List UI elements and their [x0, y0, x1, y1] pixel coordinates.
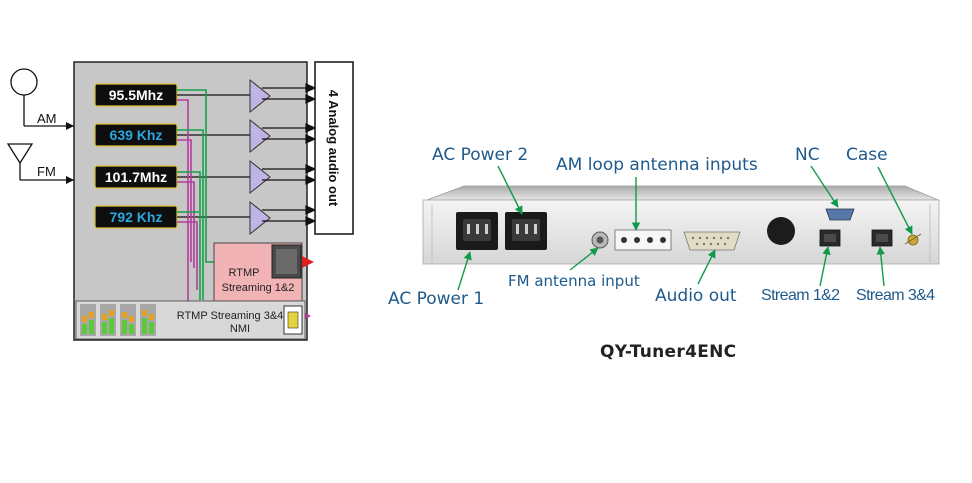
tuner-4-frequency: 792 Khz: [110, 209, 163, 225]
amplifier-4-icon: [249, 200, 271, 236]
tuner-2-display: 639 Khz: [94, 123, 178, 147]
audio-out-dsub-icon: [683, 231, 741, 251]
ac-power-2-socket-icon: [505, 212, 547, 250]
rtmp-1-port-inner: [276, 249, 297, 274]
label-ac-power-1: AC Power 1: [388, 289, 485, 309]
label-ac-power-2: AC Power 2: [432, 145, 529, 165]
block-diagram: AM FM 95.5Mhz 639 Khz 101.7Mhz 792 Khz: [6, 61, 354, 341]
am-loop-terminals-icon: [614, 229, 672, 251]
am-antenna-icon: [10, 68, 74, 130]
label-audio-out: Audio out: [655, 286, 737, 306]
rtmp-1-line1: RTMP: [229, 267, 260, 279]
chassis-top: [426, 185, 939, 201]
tuner-1-display: 95.5Mhz: [94, 83, 178, 107]
chassis-back: [422, 199, 940, 265]
rtmp-2-port-inner: [287, 311, 299, 329]
am-label: AM: [37, 111, 57, 126]
label-fm-antenna-input: FM antenna input: [508, 272, 640, 290]
audio-out-label: 4 Analog audio out: [326, 90, 341, 207]
tuner-1-frequency: 95.5Mhz: [109, 87, 163, 103]
device-rear-panel: [422, 185, 940, 265]
label-case: Case: [846, 145, 888, 165]
tuner-2-frequency: 639 Khz: [110, 127, 163, 143]
rtmp-1-line2: Streaming 1&2: [222, 282, 295, 294]
level-meters-icon: [80, 304, 156, 336]
amp-output-arrows: [262, 83, 317, 226]
rtmp-1-output-arrow: [302, 256, 314, 268]
tuner-4-display: 792 Khz: [94, 205, 178, 229]
tuner-to-amp-lines: [177, 94, 250, 218]
green-signal-lines: [177, 89, 214, 300]
rtmp-2-line2: NMI: [230, 323, 250, 335]
case-ground-screw-icon: [904, 233, 922, 246]
label-stream-1-2: Stream 1&2: [761, 287, 840, 304]
fm-antenna-connector-icon: [591, 231, 609, 249]
annotation-arrows: [457, 165, 913, 291]
ac-power-1-socket-icon: [456, 212, 498, 250]
stream-3-4-ethernet-icon: [871, 229, 893, 247]
label-nc: NC: [795, 145, 820, 165]
round-port-icon: [767, 217, 795, 245]
amplifier-2-icon: [249, 118, 271, 154]
amplifier-3-icon: [249, 159, 271, 195]
fm-antenna-icon: [6, 143, 74, 184]
amplifiers: [249, 78, 271, 236]
label-am-loop-antenna: AM loop antenna inputs: [556, 155, 758, 175]
stream-1-2-ethernet-icon: [819, 229, 841, 247]
tuner-3-display: 101.7Mhz: [94, 165, 178, 189]
tuner-3-frequency: 101.7Mhz: [105, 169, 167, 185]
fm-label: FM: [37, 164, 56, 179]
rtmp-2-line1: RTMP Streaming 3&4: [177, 310, 284, 322]
model-title: QY-Tuner4ENC: [600, 342, 737, 362]
nc-serial-port-icon: [825, 208, 855, 221]
amplifier-1-icon: [249, 78, 271, 114]
audio-out-box: [314, 61, 354, 235]
label-stream-3-4: Stream 3&4: [856, 287, 935, 304]
